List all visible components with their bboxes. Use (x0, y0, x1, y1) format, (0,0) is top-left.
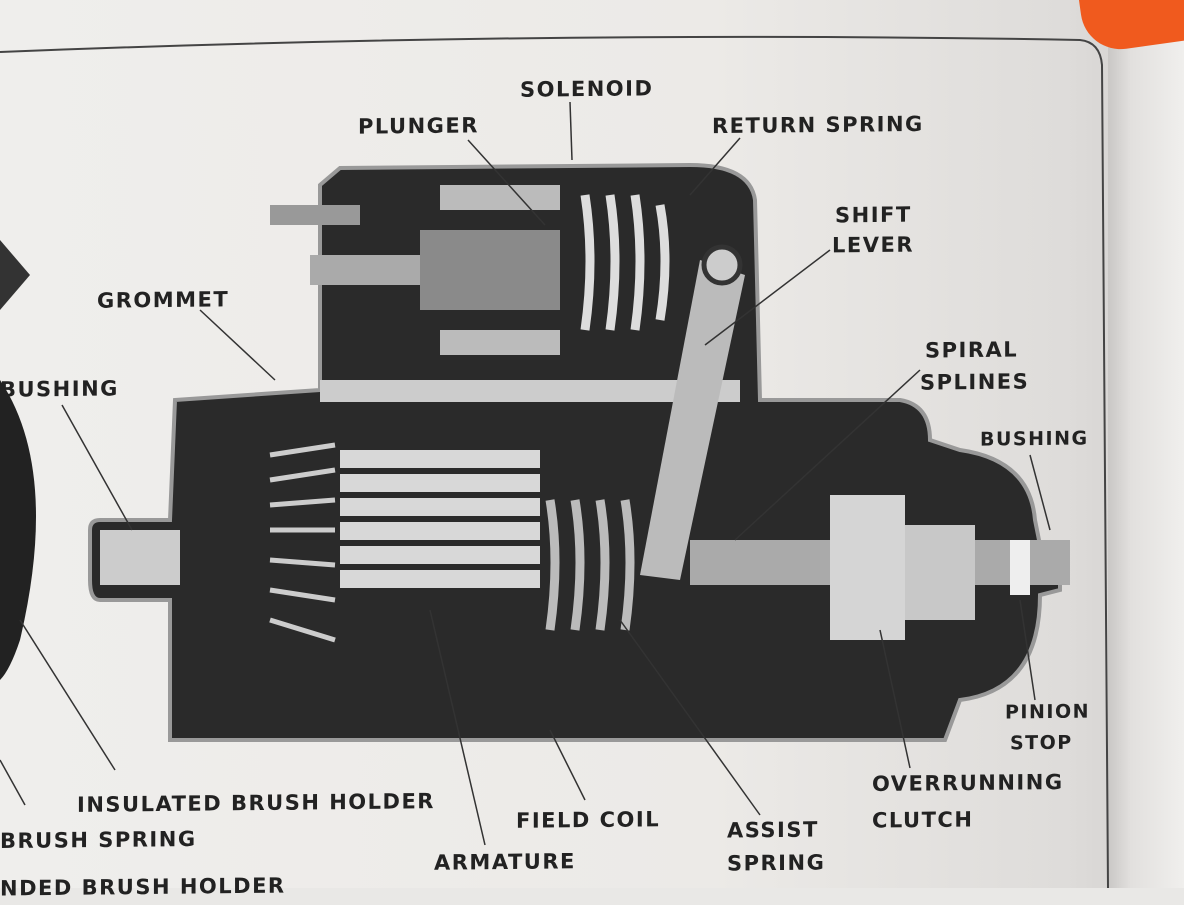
left-component (0, 380, 36, 680)
label-field-coil: FIELD COIL (516, 807, 661, 833)
label-assist-spring-2: SPRING (727, 850, 826, 876)
label-shift-lever-2: LEVER (832, 232, 914, 258)
solenoid-terminal-top (270, 205, 360, 225)
solenoid-housing (88, 162, 1062, 742)
solenoid-winding-top (440, 185, 560, 210)
figure-frame (0, 35, 1109, 888)
shift-lever (640, 260, 745, 580)
label-bushing-right: BUSHING (980, 427, 1089, 451)
label-solenoid: SOLENOID (520, 76, 654, 102)
overrunning-clutch (830, 495, 905, 640)
armature-laminations (340, 450, 540, 588)
left-bracket (0, 240, 30, 310)
label-plunger: PLUNGER (358, 113, 479, 139)
label-grommet: GROMMET (97, 287, 230, 313)
label-assist-spring-1: ASSIST (727, 817, 819, 843)
label-bushing-left: BUSHING (0, 376, 119, 402)
label-spiral-splines-2: SPLINES (920, 369, 1030, 395)
label-overrunning-clutch-2: CLUTCH (872, 807, 974, 833)
label-brush-spring: BRUSH SPRING (0, 826, 197, 854)
solenoid-terminal-bottom (310, 255, 420, 285)
shift-lever-pivot (701, 244, 743, 286)
page-edge (1108, 0, 1184, 888)
main-frame-bar (320, 380, 740, 402)
commutator (269, 442, 336, 643)
label-pinion-stop-2: STOP (1010, 731, 1073, 755)
return-spring-coils (580, 194, 670, 331)
plunger (420, 230, 560, 310)
label-spiral-splines-1: SPIRAL (925, 337, 1019, 363)
label-armature: ARMATURE (434, 849, 576, 875)
pinion-stop (1010, 540, 1030, 595)
assist-spring-coils (545, 499, 635, 631)
label-pinion-stop-1: PINION (1005, 700, 1091, 724)
label-insulated-brush-holder: INSULATED BRUSH HOLDER (77, 789, 435, 817)
label-overrunning-clutch-1: OVERRUNNING (872, 769, 1064, 797)
solenoid-winding-bottom (440, 330, 560, 355)
label-shift-lever-1: SHIFT (835, 202, 912, 228)
label-return-spring: RETURN SPRING (712, 111, 924, 139)
leader-lines (0, 101, 1051, 846)
shaft-left (100, 530, 180, 585)
pinion-gear (905, 525, 975, 620)
